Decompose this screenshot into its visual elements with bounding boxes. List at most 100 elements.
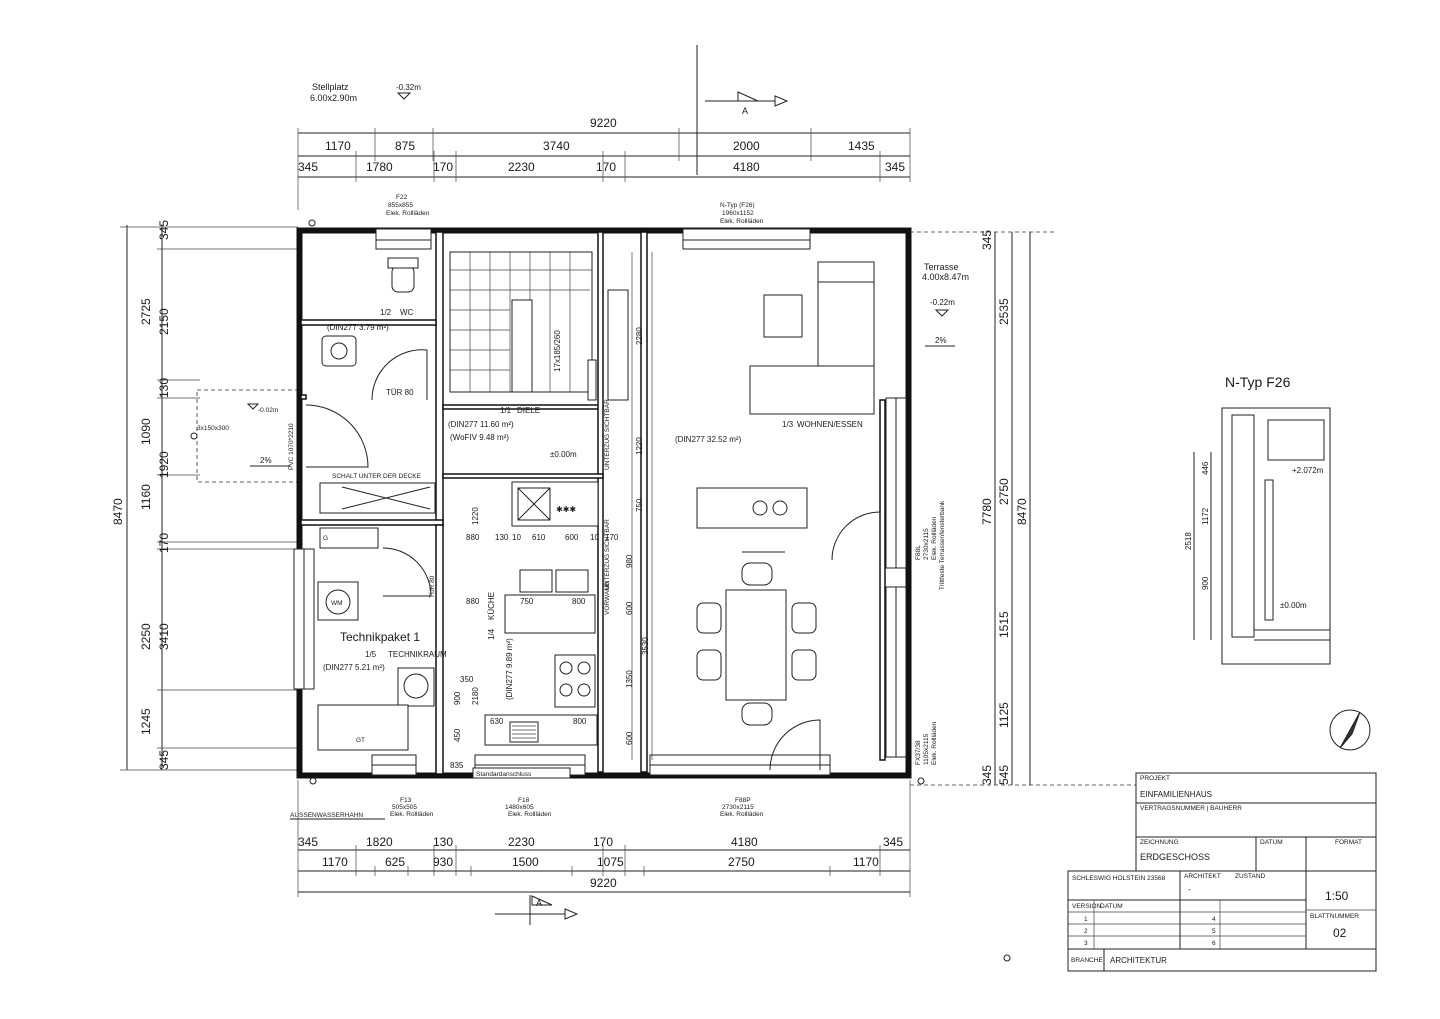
diele-wofiv: (WoFIV 9.48 m²): [450, 433, 509, 442]
parking-label: Stellplatz: [312, 82, 349, 92]
k-dim-3: 610: [532, 533, 546, 542]
top-r2-4: 170: [596, 160, 616, 174]
fx-note: Elek. Rollläden: [931, 721, 938, 765]
f22-id: F22: [396, 194, 408, 201]
room-wohnen: 1/3 WOHNEN/ESSEN (DIN277 32.52 m²): [675, 261, 881, 771]
terrace-label: Terrasse: [924, 262, 959, 272]
tb-v2: 2: [1084, 928, 1088, 935]
diele-name: DIELE: [517, 406, 540, 415]
f22-note: Elek. Rollläden: [386, 210, 430, 217]
fb-size: 2730x2115: [923, 528, 930, 560]
entrance-level: -0.02m: [258, 407, 278, 414]
k2-dim-1: 750: [520, 597, 534, 606]
parking-size: 6.00x2.90m: [310, 93, 357, 103]
parking-level: -0.32m: [396, 83, 421, 92]
fb-note2: Trittfeste Terrassenfensterbank: [939, 500, 946, 590]
bot-r2-2: 930: [433, 855, 453, 869]
top-r1-4: 1435: [848, 139, 875, 153]
bot-r2-4: 1075: [597, 855, 624, 869]
right-mid: 7780: [980, 498, 994, 525]
left-o-2: 130: [157, 378, 171, 398]
parking-annotation: Stellplatz 6.00x2.90m -0.32m: [310, 82, 421, 103]
bottom-dimensions: 345 1820 130 2230 170 4180 345 1170 625 …: [297, 780, 911, 897]
iv-3530: 3530: [641, 637, 650, 655]
canopy-size: 3x150x300: [197, 425, 229, 432]
duct-label-3: VORWAND: [604, 581, 611, 615]
bot-r2-0: 1170: [322, 855, 348, 869]
duct-label-1: UNTERZUG SICHTBAR: [604, 399, 611, 470]
building-walls: [296, 227, 912, 779]
f18-size: 1480x605: [505, 804, 534, 811]
tech-h-0: 630: [490, 717, 504, 726]
top-r2-0: 345: [298, 160, 318, 174]
top-r1-2: 3740: [543, 139, 570, 153]
tb-branch: ARCHITEKTUR: [1110, 956, 1167, 965]
top-r2-2: 170: [433, 160, 453, 174]
tb-drawing: ERDGESCHOSS: [1140, 852, 1210, 862]
north-arrow-icon: [1329, 709, 1371, 751]
bot-r1-2: 130: [433, 835, 453, 849]
kueche-area: (DIN277 9.89 m²): [505, 638, 514, 700]
right-overall: 8470: [1015, 498, 1029, 525]
wohnen-name: WOHNEN/ESSEN: [797, 420, 863, 429]
detail-d-0: 446: [1201, 461, 1210, 475]
k-dim-1: 130: [495, 533, 509, 542]
bottom-window-labels: F13 505x505 Elek. Rollläden AUSSENWASSER…: [290, 797, 764, 820]
k-dim-0: 880: [466, 533, 480, 542]
tb-project: EINFAMILIENHAUS: [1140, 790, 1212, 799]
iv-600: 600: [625, 601, 634, 615]
left-i-1: 1920: [157, 451, 171, 478]
staircase: 17x185/260: [449, 251, 593, 393]
right-i-4: 545: [997, 765, 1011, 785]
bot-r1-0: 345: [298, 835, 318, 849]
left-dimensions: 345 2725 130 1090 1160 170 2250 1245 345…: [111, 220, 300, 771]
bot-r2-3: 1500: [512, 855, 539, 869]
f88p-note: Elek. Rollläden: [720, 811, 764, 818]
right-top-small: 345: [980, 230, 994, 250]
room-diele: 1/1 DIELE (DIN277 11.60 m²) (WoFIV 9.48 …: [305, 289, 629, 470]
left-i-0: 2150: [157, 308, 171, 335]
detail-title: N-Typ F26: [1225, 374, 1291, 390]
left-o-7: 1245: [139, 708, 153, 735]
hob-icon: ✱✱✱: [556, 505, 576, 514]
f22-size: 855x855: [388, 202, 413, 209]
tech-v-0: 350: [460, 675, 474, 684]
tuer-technik: TÜR 80: [428, 575, 436, 598]
terrace-slope: 2%: [935, 336, 947, 345]
detail-d-3: 2518: [1184, 532, 1193, 550]
water-label: AUSSENWASSERHAHN: [290, 812, 363, 819]
tb-v4: 4: [1212, 916, 1216, 923]
window-labels-top: F22 855x855 Elek. Rollläden N-Typ (F26) …: [386, 194, 764, 225]
detail-lvl-top: +2.072m: [1292, 466, 1324, 475]
f88p-id: F88P: [735, 797, 751, 804]
tb-company: SCHLESWIG HOLSTEIN 23568: [1072, 875, 1166, 882]
tb-v1: 1: [1084, 916, 1088, 923]
detail-lvl-bottom: ±0.00m: [1280, 601, 1307, 610]
top-overall: 9220: [590, 116, 617, 130]
wc-area: (DIN277 3.79 m²): [327, 323, 389, 332]
iv-600b: 600: [625, 731, 634, 745]
tb-architect-label: ARCHITEKT: [1184, 873, 1221, 880]
left-overall: 8470: [111, 498, 125, 525]
left-i-2: 3410: [157, 623, 171, 650]
tb-state-label: ZUSTAND: [1235, 873, 1266, 880]
technik-area: (DIN277 5.21 m²): [323, 663, 385, 672]
iv-2280: 2280: [635, 327, 644, 345]
right-dimensions: 345 2535 7780 2750 8470 1515 1125 545 34…: [980, 230, 1031, 785]
left-o-8: 345: [157, 750, 171, 770]
tb-version-date-label: DATUM: [1100, 903, 1123, 910]
top-r2-6: 345: [885, 160, 905, 174]
k-dim-4: 600: [565, 533, 579, 542]
tuer-wc: TÜR 80: [386, 388, 414, 397]
g-label: G: [323, 535, 328, 542]
tb-project-label: PROJEKT: [1140, 775, 1170, 782]
fx-id: FX37/38: [915, 740, 922, 765]
duct-label-2: UNTERZUG SICHTBAR: [604, 519, 611, 590]
f88p-size: 2730x2115: [722, 804, 754, 811]
tb-format-label: FORMAT: [1335, 839, 1362, 846]
wohnen-area: (DIN277 32.52 m²): [675, 435, 742, 444]
tb-sheet: 02: [1333, 926, 1347, 940]
bot-r2-6: 1170: [853, 855, 879, 869]
terrace-level: -0.22m: [930, 298, 955, 307]
stair-label: 17x185/260: [553, 330, 562, 372]
